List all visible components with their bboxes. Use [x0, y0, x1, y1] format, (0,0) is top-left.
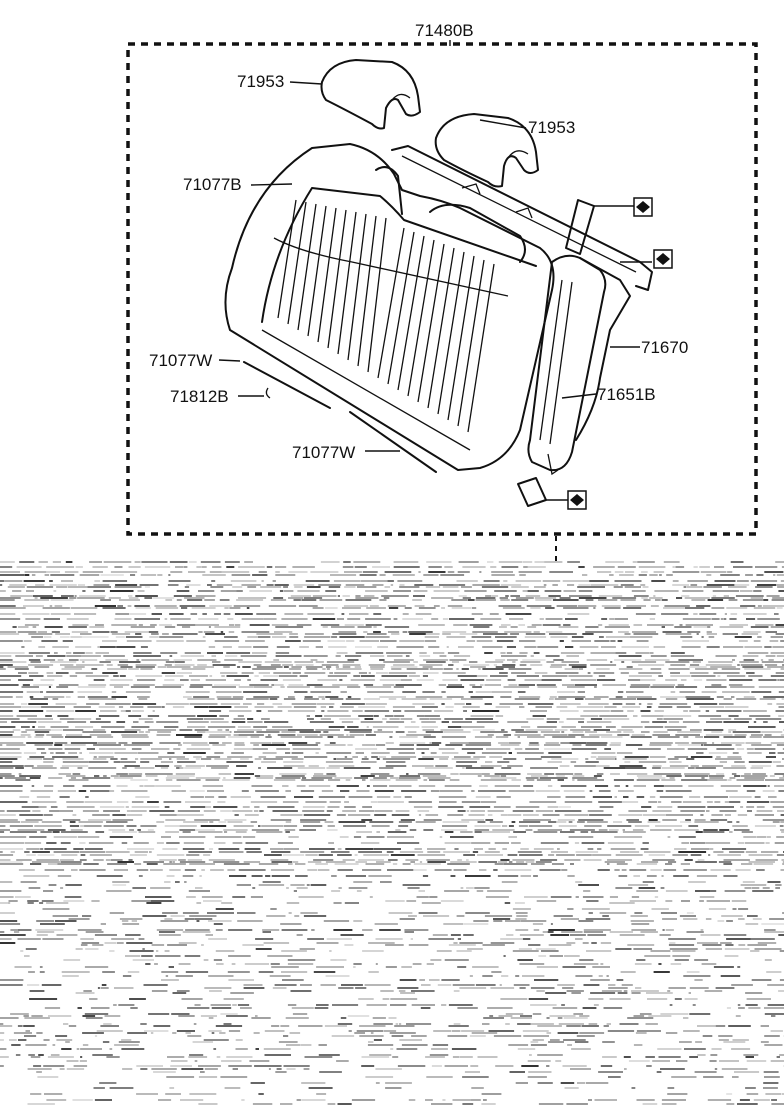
headrest-right-label: 71953 — [528, 118, 575, 137]
marker-diamond-1 — [633, 197, 653, 217]
headrest-left-label: 71953 — [237, 72, 284, 91]
pad-label: 71670 — [641, 338, 688, 357]
frame-part-label: 71651B — [597, 385, 656, 404]
wire-upper — [243, 361, 331, 409]
marker-diamond-2 — [653, 249, 673, 269]
frame-part-hook — [547, 453, 559, 476]
wire-upper-label: 71077W — [149, 351, 212, 370]
marker-diamond-3 — [567, 490, 587, 510]
cover-leader — [250, 183, 293, 186]
frame-part-leader — [561, 393, 597, 399]
headrest-right — [434, 113, 539, 188]
headrest-left — [320, 59, 421, 130]
hog-ring — [265, 387, 271, 399]
wire-upper-leader — [218, 359, 241, 362]
wire-lower — [349, 411, 437, 473]
scan-noise — [0, 561, 784, 1105]
seat-back-cover — [224, 143, 555, 471]
headrest-right-leader — [479, 119, 527, 129]
seat-back-frame — [391, 145, 653, 291]
small-bracket — [517, 477, 547, 507]
assembly-label: 71480B — [415, 21, 474, 40]
assembly-frame — [126, 42, 758, 536]
headrest-left-leader — [289, 81, 323, 85]
seat-back-pad — [527, 254, 631, 472]
wire-lower-label: 71077W — [292, 443, 355, 462]
cover-label: 71077B — [183, 175, 242, 194]
hog-ring-label: 71812B — [170, 387, 229, 406]
